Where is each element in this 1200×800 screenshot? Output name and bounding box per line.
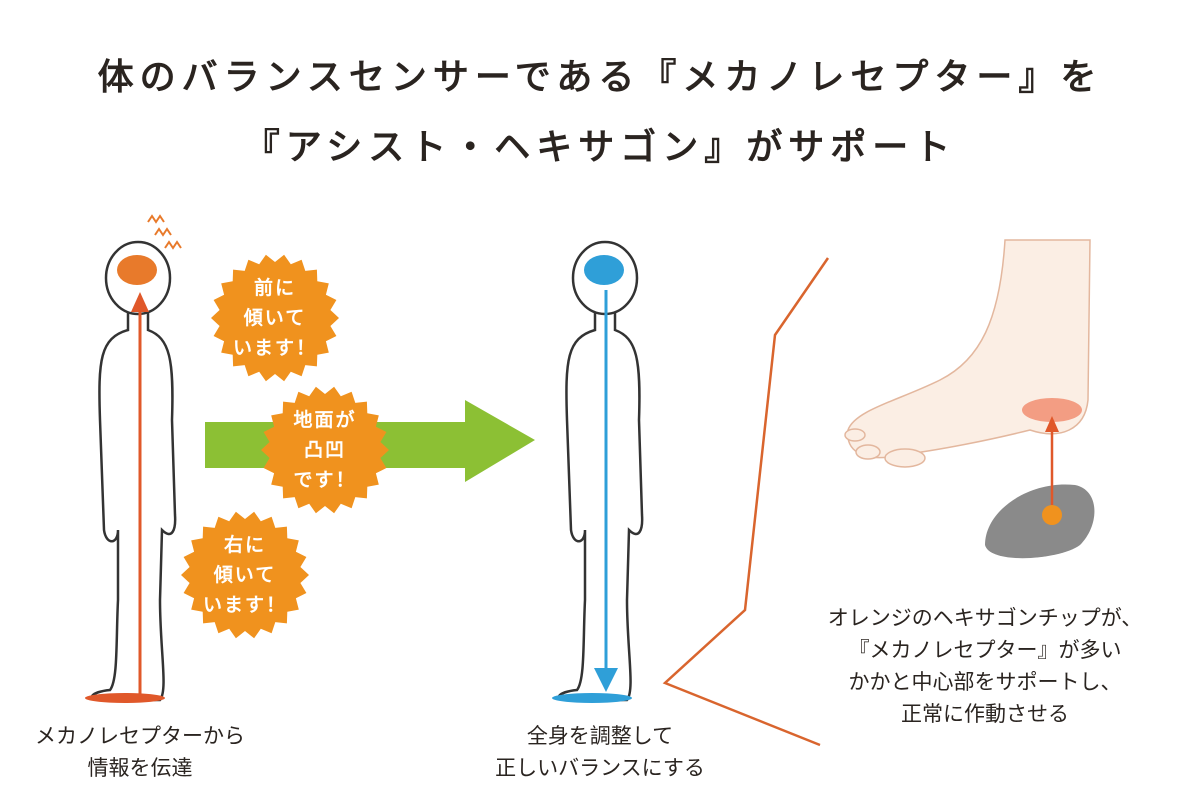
title-line-2: 『アシスト・ヘキサゴン』がサポート bbox=[243, 127, 957, 168]
signal-arrowhead-down bbox=[594, 668, 618, 692]
alarm-squiggle-icon bbox=[147, 214, 182, 250]
middle-sole-highlight bbox=[552, 693, 632, 703]
caption-middle: 全身を調整して 正しいバランスにする bbox=[495, 724, 705, 780]
badge-uneven-ground: 地面が 凸凹 です！ bbox=[293, 409, 357, 491]
title-line-1: 体のバランスセンサーである『メカノレセプター』を bbox=[97, 57, 1103, 98]
heel-glow bbox=[1022, 398, 1082, 422]
support-arrowhead bbox=[1045, 416, 1059, 432]
badge-leaning-right: 右に 傾いて います！ bbox=[202, 534, 287, 616]
orange-chip-dot bbox=[1042, 505, 1062, 525]
left-sole-highlight bbox=[85, 693, 165, 703]
hexagon-chip-stone bbox=[985, 484, 1095, 559]
middle-brain-icon bbox=[584, 255, 624, 285]
middle-body-figure bbox=[557, 240, 644, 702]
caption-right: オレンジのヘキサゴンチップが、 『メカノレセプター』が多い かかと中心部をサポー… bbox=[827, 606, 1143, 726]
badge-leaning-forward: 前に 傾いて います！ bbox=[232, 277, 317, 359]
left-brain-icon bbox=[117, 255, 157, 285]
callout-line bbox=[662, 257, 830, 747]
caption-left: メカノレセプターから 情報を伝達 bbox=[35, 724, 245, 780]
signal-arrowhead bbox=[131, 292, 149, 312]
starburst-badge-shape bbox=[261, 386, 389, 514]
starburst-badge-shape bbox=[211, 254, 339, 382]
starburst-badge-shape bbox=[181, 511, 309, 639]
